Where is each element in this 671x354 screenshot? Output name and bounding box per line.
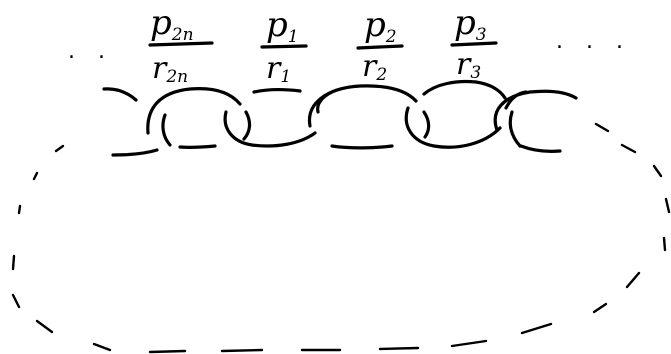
dash xyxy=(148,349,187,354)
dash xyxy=(378,346,420,351)
label-numerator: p xyxy=(266,5,288,45)
svg-text:r2n: r2n xyxy=(152,51,188,87)
label-denominator: r xyxy=(266,51,282,86)
label-denominator-subscript: 2n xyxy=(165,67,188,87)
label-numerator: p xyxy=(150,3,172,43)
dash xyxy=(32,171,39,181)
svg-text:p3: p3 xyxy=(454,3,487,45)
dash xyxy=(92,342,112,352)
label-numerator: p xyxy=(454,3,476,43)
label-denominator-subscript: 3 xyxy=(470,63,481,83)
label-numerator-subscript: 2n xyxy=(171,25,194,45)
strand-arc-5-hook xyxy=(508,110,522,148)
fraction-bar xyxy=(260,44,308,49)
label-numerator: p xyxy=(364,5,386,45)
strand-arc-3-bottom xyxy=(330,144,394,150)
ellipsis-left: . . xyxy=(68,39,113,64)
dash xyxy=(625,271,641,289)
fraction-label-p2-r2: p2 r2 xyxy=(356,5,404,85)
label-denominator-subscript: 2 xyxy=(375,65,387,85)
dash xyxy=(652,164,663,178)
fraction-bar xyxy=(148,41,214,47)
strand-arc-4-bottom xyxy=(404,106,502,149)
strand-arc-1-tail xyxy=(242,110,252,141)
dash xyxy=(662,236,667,252)
dash xyxy=(620,143,637,154)
fraction-label-p3-r3: p3 r3 xyxy=(450,3,498,83)
strand-arc-2-top xyxy=(252,88,302,94)
dash xyxy=(664,197,671,214)
svg-text:r1: r1 xyxy=(266,51,291,87)
dash xyxy=(220,348,264,353)
strand-arc-2-bottom xyxy=(223,110,317,148)
strand-arc-1-bottom-right xyxy=(178,144,217,150)
label-numerator-subscript: 2 xyxy=(385,27,397,47)
svg-text:p2n: p2n xyxy=(150,3,194,45)
dash xyxy=(450,339,488,348)
dash xyxy=(594,122,610,133)
fraction-label-p1-r1: p1 r1 xyxy=(260,5,308,87)
chain-strands xyxy=(102,79,578,157)
fraction-bar xyxy=(450,41,498,47)
label-numerator-subscript: 1 xyxy=(288,27,299,47)
label-denominator: r xyxy=(362,49,378,84)
ellipsis-right: . . . xyxy=(556,29,631,54)
strand-arc-4-top xyxy=(422,79,507,100)
strand-left-top xyxy=(102,87,138,102)
strand-arc-1-top xyxy=(146,86,242,135)
strand-arc-5-bottom xyxy=(519,144,562,153)
strand-arc-3-tail xyxy=(422,110,431,139)
dash xyxy=(592,302,608,314)
label-denominator: r xyxy=(456,47,472,82)
fraction-bar xyxy=(356,44,404,50)
dash xyxy=(11,293,21,309)
dash xyxy=(520,322,553,335)
dash xyxy=(17,204,22,215)
label-numerator-subscript: 3 xyxy=(476,25,487,45)
svg-text:r2: r2 xyxy=(362,49,387,85)
svg-text:p1: p1 xyxy=(266,5,299,47)
label-denominator: r xyxy=(152,51,168,86)
dash xyxy=(35,319,54,334)
label-denominator-subscript: 1 xyxy=(280,67,291,87)
dashed-closure-loop xyxy=(11,122,671,354)
strand-arc-1-bottom xyxy=(161,113,172,147)
svg-text:p2: p2 xyxy=(364,5,397,47)
dash xyxy=(11,254,16,271)
fraction-label-p2n-r2n: p2n r2n xyxy=(148,3,214,87)
strand-left-bottom xyxy=(111,148,159,157)
dash xyxy=(54,144,65,153)
svg-text:r3: r3 xyxy=(456,47,481,83)
strand-arc-3-top xyxy=(307,84,418,128)
strand-arc-5-top xyxy=(493,89,578,132)
